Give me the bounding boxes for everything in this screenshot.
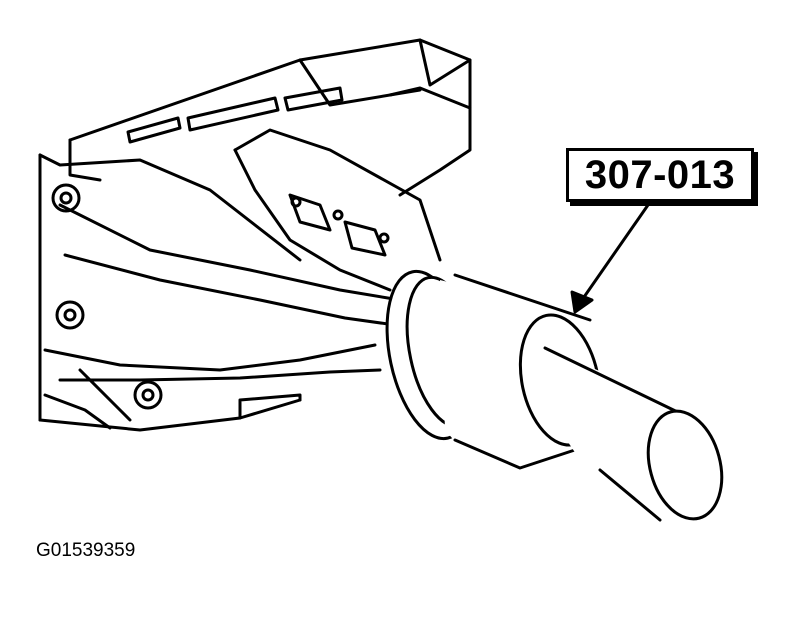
tool-callout-box: 307-013 bbox=[566, 148, 754, 202]
callout-arrow-icon bbox=[570, 203, 650, 314]
installer-tool-icon bbox=[385, 269, 724, 522]
tool-number-label: 307-013 bbox=[584, 153, 736, 197]
bolt-icon bbox=[51, 183, 163, 410]
figure-id-label: G01539359 bbox=[36, 540, 136, 561]
transmission-housing-icon bbox=[38, 38, 472, 432]
